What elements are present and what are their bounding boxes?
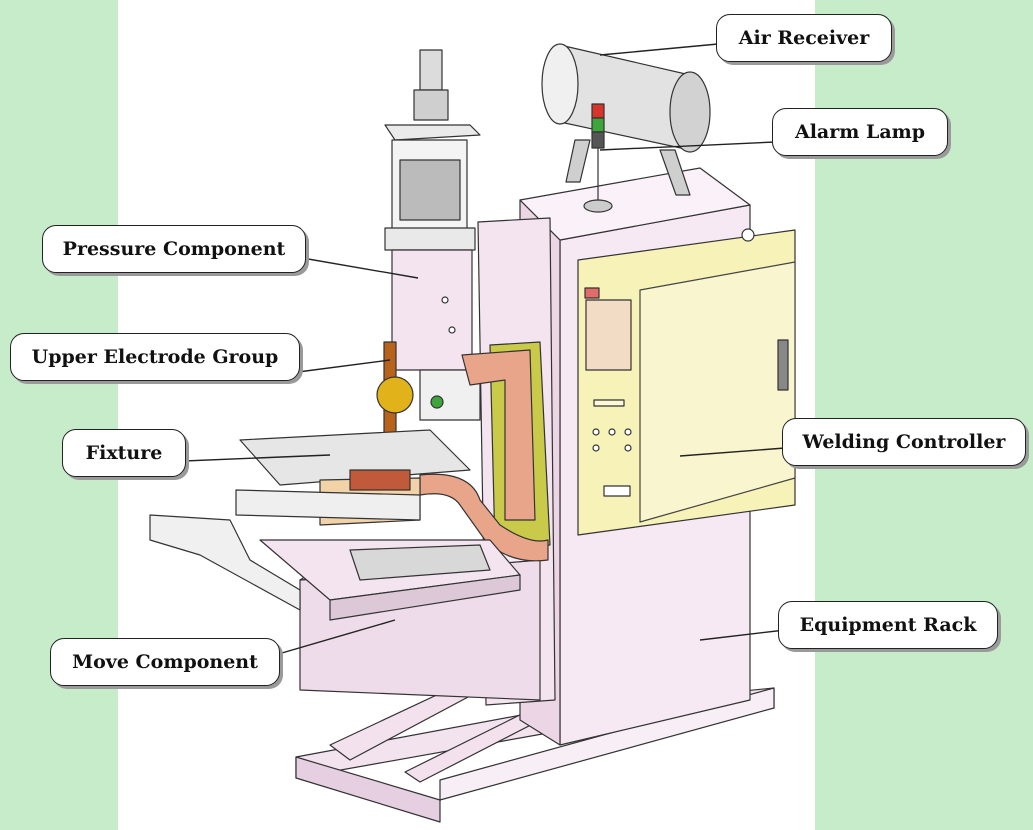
callout-alarm-lamp: Alarm Lamp [772, 108, 948, 156]
callout-welding-controller: Welding Controller [782, 418, 1026, 466]
pressure-cylinder [384, 49, 481, 371]
bus-bars [419, 341, 551, 562]
callout-upper-electrode-group: Upper Electrode Group [10, 333, 300, 381]
callout-fixture: Fixture [62, 429, 186, 477]
welding-controller-cabinet [577, 228, 796, 536]
fixture-assembly [235, 429, 471, 526]
callout-move-component: Move Component [50, 638, 280, 686]
callout-air-receiver: Air Receiver [716, 14, 892, 62]
alarm-lamp [583, 103, 613, 213]
move-component [149, 514, 521, 621]
callout-equipment-rack: Equipment Rack [778, 601, 998, 649]
callout-pressure-component: Pressure Component [42, 225, 306, 273]
